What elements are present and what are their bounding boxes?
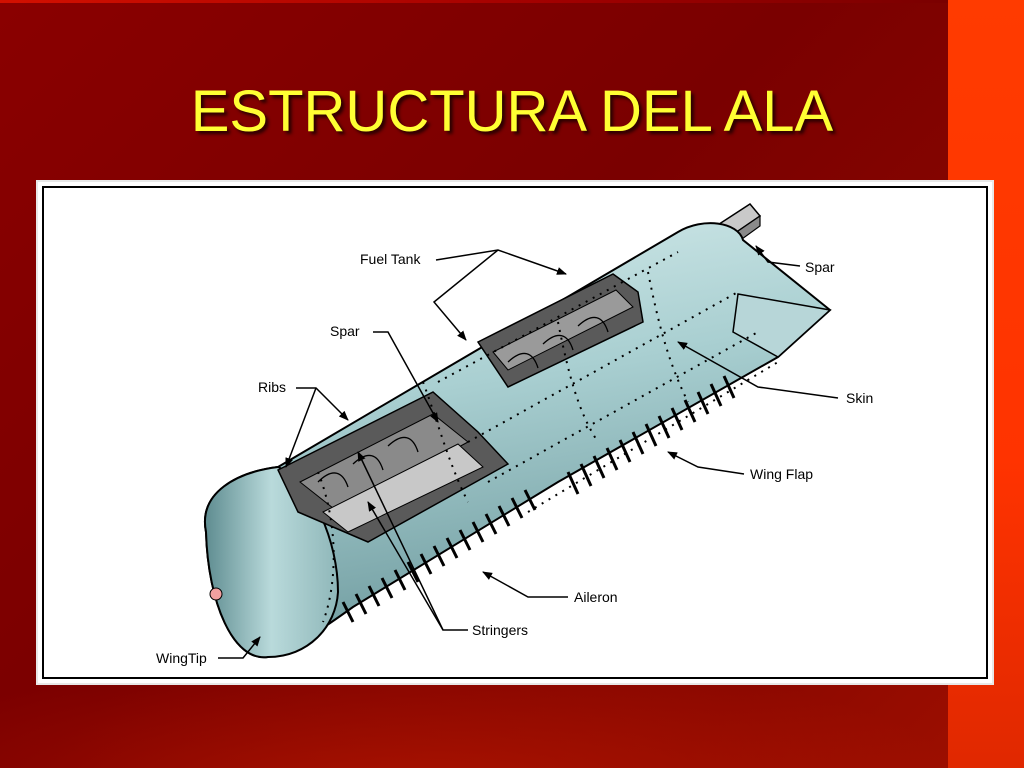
top-border-line	[0, 0, 948, 3]
label-aileron: Aileron	[574, 589, 618, 605]
label-stringers: Stringers	[472, 622, 528, 638]
leader-lines	[218, 245, 839, 659]
label-spar-left: Spar	[330, 323, 360, 339]
wing-diagram-border	[42, 186, 988, 679]
label-fuel-tank: Fuel Tank	[360, 251, 421, 267]
label-wingtip: WingTip	[156, 650, 207, 666]
wing-flap-slots	[566, 375, 736, 495]
interior-bay-left	[277, 391, 510, 543]
wing-diagram-frame: Fuel Tank Spar Spar Ribs Skin Wing Flap …	[36, 180, 994, 685]
label-skin: Skin	[846, 390, 873, 406]
aileron-slots	[341, 489, 537, 623]
wing-structure-diagram: Fuel Tank Spar Spar Ribs Skin Wing Flap …	[156, 203, 873, 666]
slide-title: ESTRUCTURA DEL ALA	[190, 79, 834, 144]
label-ribs: Ribs	[258, 379, 286, 395]
label-wing-flap: Wing Flap	[750, 466, 813, 482]
label-spar-top: Spar	[805, 259, 835, 275]
wing-flap-panel	[732, 293, 832, 358]
ribs	[317, 316, 609, 488]
